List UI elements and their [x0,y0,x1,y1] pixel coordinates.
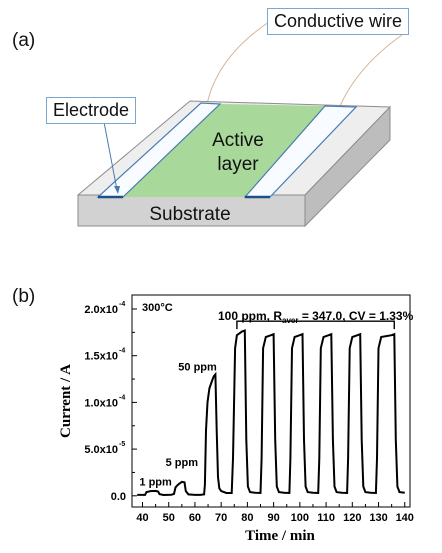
wire-right [339,34,403,107]
repeat-bracket [236,320,395,330]
electrode-pointer [103,121,118,191]
conductive-wire-callout: Conductive wire [267,8,410,35]
x-tick-label: 70 [215,512,227,524]
x-axis-title: Time / min [245,528,315,544]
y-tick-label: 2.0x10 [84,304,118,316]
x-tick-label: 110 [317,512,335,524]
device-schematic: Active layer Substrate [76,19,403,228]
y-tick-label: 1.0x10 [84,397,118,409]
dose-label: 5 ppm [166,457,199,469]
x-tick-label: 80 [241,512,253,524]
x-tick-label: 90 [267,512,279,524]
x-tick-label: 140 [396,512,414,524]
temperature-label: 300°C [142,302,173,314]
y-tick-label: 5.0x10 [84,444,118,456]
dose-label: 50 ppm [178,362,217,374]
plot-frame [131,294,411,508]
x-tick-label: 50 [163,512,175,524]
x-tick-label: 120 [343,512,361,524]
active-layer-text-1: Active [212,130,264,151]
x-tick-label: 60 [189,512,201,524]
y-tick-label: 0.0 [111,491,126,503]
x-tick-label: 100 [291,512,309,524]
substrate-text: Substrate [149,204,230,225]
electrode-callout: Electrode [46,97,137,124]
wire-left [206,19,273,105]
substrate-front-face [77,194,306,227]
y-tick-exponent: -5 [119,441,125,448]
active-layer-region [123,104,325,197]
panel-b-label: (b) [12,286,36,307]
x-tick-label: 130 [369,512,387,524]
electrode-pointer-head [114,186,120,194]
active-layer-text-2: layer [217,154,259,175]
y-tick-exponent: -4 [119,348,125,355]
y-tick-exponent: -4 [119,394,125,401]
y-tick-label: 1.5x10 [84,351,118,363]
bracket-label: 100 ppm, Raver = 347.0, CV = 1.33% [218,309,414,325]
y-tick-exponent: -4 [119,301,125,308]
dose-label: 1 ppm [139,477,172,489]
series-line [137,329,405,497]
y-axis-title: Current / A [58,364,74,438]
panel-a-label: (a) [12,30,36,51]
x-tick-label: 40 [136,512,148,524]
